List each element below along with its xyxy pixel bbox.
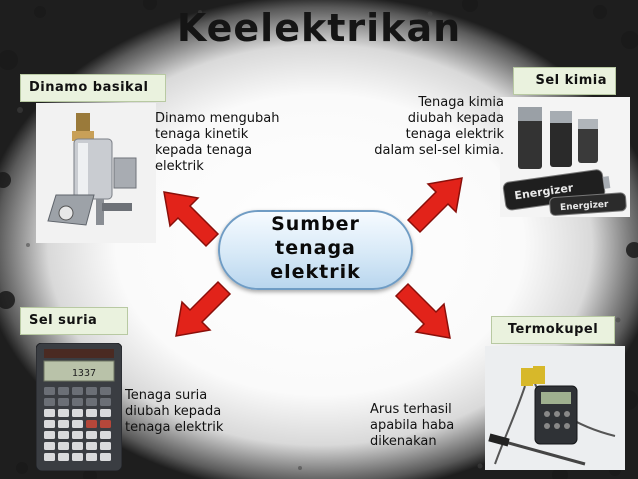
calculator-key [86,387,97,395]
calculator-key [72,431,83,439]
calculator-key [44,420,55,428]
calculator-keys [44,387,111,461]
calculator-key [44,398,55,406]
label-sel-suria: Sel suria [20,307,128,335]
arrow-to-termokupel [394,282,451,339]
calculator-key [100,409,111,417]
calculator-key [44,453,55,461]
calculator-key [100,387,111,395]
desc-sel-suria-line: tenaga elektrik [125,420,224,435]
calculator-key [100,431,111,439]
calculator-key [100,453,111,461]
calculator-display-text: 1337 [72,368,96,379]
calculator-key [72,442,83,450]
calculator-key [72,409,83,417]
desc-termokupel-line: dikenakan [370,434,437,449]
desc-sel-kimia-line: dalam sel-sel kimia. [374,143,504,158]
battery-brand-text: Energizer [560,200,610,213]
calculator-key [86,409,97,417]
label-dinamo-basikal: Dinamo basikal [20,74,166,102]
desc-dinamo: Dinamo mengubah tenaga kinetik kepada te… [155,111,315,175]
desc-dinamo-line: tenaga kinetik [155,127,249,142]
calculator-key [100,420,111,428]
page-title: Keelektrikan [176,6,462,50]
desc-sel-kimia: Tenaga kimia diubah kepada tenaga elektr… [340,95,504,159]
calculator-key [72,420,83,428]
calculator-key [100,442,111,450]
batteries-icon: Energizer Energizer [500,97,630,217]
desc-sel-kimia-line: Tenaga kimia [418,95,504,110]
calculator-key [58,420,69,428]
desc-termokupel: Arus terhasil apabila haba dikenakan [370,402,490,450]
calculator-key [44,442,55,450]
desc-termokupel-line: apabila haba [370,418,455,433]
bicycle-dynamo-icon [36,103,156,243]
calculator-key [86,442,97,450]
calculator-key [58,453,69,461]
calculator-key [58,409,69,417]
arrow-to-sel-kimia [406,177,463,234]
desc-dinamo-line: Dinamo mengubah [155,111,280,126]
calculator-key [72,387,83,395]
calculator-key [44,387,55,395]
desc-termokupel-line: Arus terhasil [370,402,452,417]
center-line: tenaga [275,237,356,259]
desc-sel-kimia-line: tenaga elektrik [405,127,504,142]
calculator-key [72,398,83,406]
calculator-key [44,431,55,439]
calculator-key [86,420,97,428]
desc-sel-suria-line: diubah kepada [125,404,222,419]
desc-sel-kimia-line: diubah kepada [407,111,504,126]
calculator-key [86,453,97,461]
center-node-label: Sumber tenaga elektrik [218,212,413,284]
calculator-key [58,387,69,395]
center-node [218,210,413,290]
calculator-key [58,442,69,450]
desc-dinamo-line: kepada tenaga [155,143,253,158]
calculator-key [86,398,97,406]
label-sel-kimia: Sel kimia [513,67,616,95]
arrow-to-sel-suria [175,280,232,337]
desc-dinamo-line: elektrik [155,159,204,174]
calculator-key [58,398,69,406]
calculator-key [44,409,55,417]
solar-calculator-icon: 1337 [36,343,122,471]
desc-sel-suria: Tenaga suria diubah kepada tenaga elektr… [125,388,265,436]
calculator-key [58,431,69,439]
calculator-key [86,431,97,439]
center-line: Sumber [271,213,360,235]
thermocouple-meter-icon [485,346,625,470]
calculator-key [72,453,83,461]
label-termokupel: Termokupel [491,316,615,344]
arrow-to-dinamo [163,191,220,248]
center-line: elektrik [270,261,361,283]
calculator-key [100,398,111,406]
desc-sel-suria-line: Tenaga suria [125,388,208,403]
